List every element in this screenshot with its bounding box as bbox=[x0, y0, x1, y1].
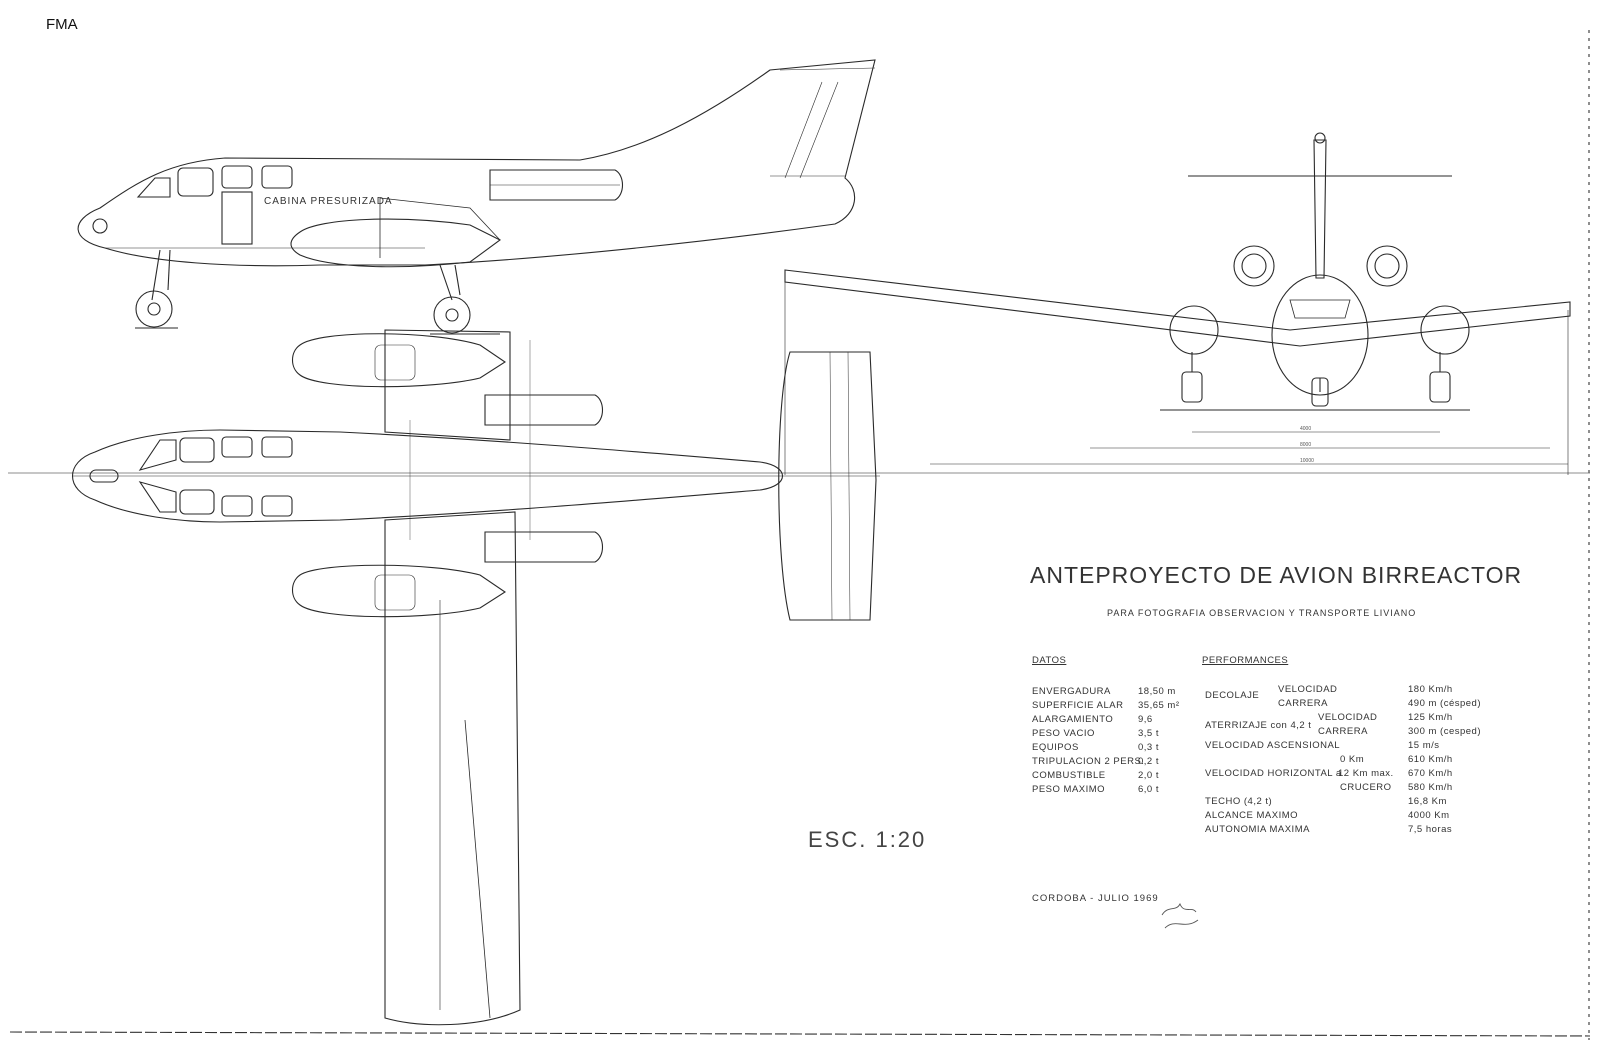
perf-row-item: CARRERA bbox=[1278, 698, 1328, 709]
perf-row-value: 490 m (césped) bbox=[1408, 698, 1482, 709]
performances-heading: PERFORMANCES bbox=[1202, 655, 1289, 666]
datos-row-label: TRIPULACION 2 PERS. bbox=[1032, 756, 1145, 767]
place-date: CORDOBA - JULIO 1969 bbox=[1032, 893, 1159, 904]
datos-row-value: 0,2 t bbox=[1138, 756, 1159, 767]
dimension-label: 10000 bbox=[1300, 458, 1314, 464]
perf-row-group: VELOCIDAD ASCENSIONAL bbox=[1205, 740, 1341, 751]
dimension-label: 8000 bbox=[1300, 442, 1312, 448]
cabin-label: CABINA PRESURIZADA bbox=[264, 196, 393, 207]
scale-label: ESC. 1:20 bbox=[808, 827, 927, 852]
perf-row-value: 180 Km/h bbox=[1408, 684, 1453, 695]
perf-row-item: CRUCERO bbox=[1340, 782, 1392, 793]
perf-row-group: VELOCIDAD HORIZONTAL a bbox=[1205, 768, 1342, 779]
perf-row-group: ATERRIZAJE con 4,2 t bbox=[1205, 720, 1312, 731]
perf-row-value: 580 Km/h bbox=[1408, 782, 1453, 793]
front-view bbox=[784, 132, 1571, 475]
side-view bbox=[77, 59, 876, 335]
perf-row-value: 7,5 horas bbox=[1408, 824, 1453, 835]
perf-row-group: AUTONOMIA MAXIMA bbox=[1205, 824, 1310, 835]
perf-row-item: VELOCIDAD bbox=[1278, 684, 1338, 695]
perf-row-value: 670 Km/h bbox=[1408, 768, 1453, 779]
datos-row-value: 9,6 bbox=[1138, 714, 1153, 725]
perf-row-group: ALCANCE MAXIMO bbox=[1205, 810, 1299, 821]
dimension-label: 4000 bbox=[1300, 426, 1312, 432]
perf-row-value: 300 m (cesped) bbox=[1408, 726, 1482, 737]
datos-heading: DATOS bbox=[1032, 655, 1067, 666]
datos-row-value: 3,5 t bbox=[1138, 728, 1159, 739]
signature-mark bbox=[1161, 902, 1199, 929]
perf-row-value: 610 Km/h bbox=[1408, 754, 1453, 765]
datos-row-label: SUPERFICIE ALAR bbox=[1032, 700, 1124, 711]
perf-row-item: 0 Km bbox=[1340, 754, 1365, 765]
perf-row-item: CARRERA bbox=[1318, 726, 1368, 737]
datos-row-label: COMBUSTIBLE bbox=[1032, 770, 1106, 781]
perf-row-item: 12 Km max. bbox=[1338, 768, 1394, 779]
datos-row-label: PESO VACIO bbox=[1032, 728, 1095, 739]
perf-row-value: 125 Km/h bbox=[1408, 712, 1453, 723]
perf-row-value: 15 m/s bbox=[1408, 740, 1440, 751]
top-view bbox=[71, 329, 880, 1026]
perf-row-value: 4000 Km bbox=[1408, 810, 1450, 821]
perf-row-group: DECOLAJE bbox=[1205, 690, 1260, 701]
datos-row-label: EQUIPOS bbox=[1032, 742, 1079, 753]
datos-row-value: 0,3 t bbox=[1138, 742, 1159, 753]
drawing-title: ANTEPROYECTO DE AVION BIRREACTOR bbox=[1030, 562, 1523, 588]
datos-row-value: 2,0 t bbox=[1138, 770, 1159, 781]
datos-row-value: 35,65 m² bbox=[1138, 700, 1180, 711]
datos-row-label: ENVERGADURA bbox=[1032, 686, 1111, 697]
datos-row-value: 18,50 m bbox=[1138, 686, 1176, 697]
datos-row-label: ALARGAMIENTO bbox=[1032, 714, 1114, 725]
drawing-subtitle: PARA FOTOGRAFIA OBSERVACION Y TRANSPORTE… bbox=[1107, 608, 1417, 618]
sheet-border bbox=[8, 30, 1591, 1040]
perf-row-group: TECHO (4,2 t) bbox=[1205, 796, 1273, 807]
perf-row-value: 16,8 Km bbox=[1408, 796, 1447, 807]
datos-row-value: 6,0 t bbox=[1138, 784, 1159, 795]
datos-row-label: PESO MAXIMO bbox=[1032, 784, 1106, 795]
brand-label: FMA bbox=[46, 16, 78, 33]
perf-row-item: VELOCIDAD bbox=[1318, 712, 1378, 723]
